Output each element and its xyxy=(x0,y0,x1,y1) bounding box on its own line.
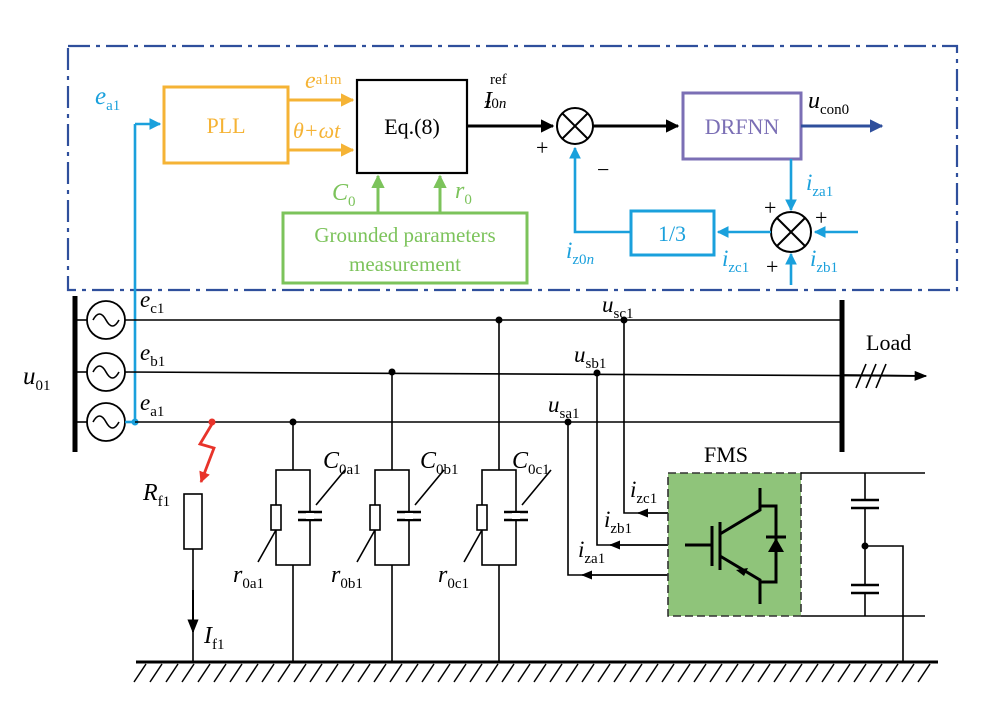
rf1-label: Rf1 xyxy=(142,480,170,510)
ac-source-b xyxy=(86,352,126,392)
control-ea1-label: ea1 xyxy=(95,83,120,114)
izc1-power-label: izc1 xyxy=(630,477,657,507)
u01-label: u01 xyxy=(23,363,51,394)
gain-block xyxy=(629,209,716,257)
r0-label: r0 xyxy=(455,178,472,208)
sum-plus-sign: + xyxy=(536,135,548,160)
r0c1-label: r0c1 xyxy=(438,562,469,592)
iz0n-label: iz0n xyxy=(566,238,594,268)
r0a1-label: r0a1 xyxy=(233,562,264,592)
sum2-plus-right: + xyxy=(815,205,827,230)
iz0n-feedback-line xyxy=(569,146,631,234)
drfnn-label: DRFNN xyxy=(705,114,780,139)
grounded-line1: Grounded parameters xyxy=(314,223,495,247)
r0b1-label: r0b1 xyxy=(331,562,363,592)
pll-block xyxy=(162,85,290,165)
gain-label: 1/3 xyxy=(658,221,686,246)
ctrl-izc1-label: izc1 xyxy=(722,246,749,276)
ctrl-izb1-label: izb1 xyxy=(810,246,838,276)
ac-source-c xyxy=(86,300,126,340)
fault-resistor xyxy=(183,493,203,550)
pll-label: PLL xyxy=(206,113,245,138)
c0c1-label: C0c1 xyxy=(512,448,550,478)
ea1-power-label: ea1 xyxy=(140,390,164,420)
fms-label: FMS xyxy=(704,442,748,467)
usc1-label: usc1 xyxy=(602,292,634,322)
if1-label: If1 xyxy=(203,623,225,653)
controller-boundary xyxy=(66,44,959,292)
load-label: Load xyxy=(866,330,911,355)
diode-icon xyxy=(766,535,786,552)
ucon0-label: ucon0 xyxy=(808,88,849,118)
dc-link-capacitors xyxy=(801,472,925,662)
c0-label: C0 xyxy=(332,180,356,210)
sum2-plus-bottom: + xyxy=(766,254,778,279)
c0a1-label: C0a1 xyxy=(323,448,361,478)
ac-source-a xyxy=(86,402,126,442)
iza1-power-label: iza1 xyxy=(578,537,605,567)
fault-lightning-icon xyxy=(197,423,216,484)
summing-junction-main xyxy=(556,107,594,145)
sum2-plus-top: + xyxy=(764,195,776,220)
ctrl-iza1-label: iza1 xyxy=(806,170,833,200)
phase-b-line xyxy=(124,371,926,377)
igbt-icon xyxy=(685,488,778,604)
ground-hatching xyxy=(133,663,931,683)
eb1-label: eb1 xyxy=(140,340,165,370)
usb1-label: usb1 xyxy=(574,342,606,372)
ground-branch-c xyxy=(463,316,552,662)
igbt-emitter-arrow xyxy=(736,568,748,576)
theta-label: θ+ωt xyxy=(293,118,341,143)
usa1-label: usa1 xyxy=(548,392,580,422)
izb1-power-label: izb1 xyxy=(604,507,632,537)
ground-branch-b xyxy=(356,368,445,662)
ec1-label: ec1 xyxy=(140,287,164,317)
load-arrow xyxy=(841,370,928,381)
ea1m-label: ea1m xyxy=(305,68,342,94)
c0b1-label: C0b1 xyxy=(420,448,459,478)
grounded-parameters-block xyxy=(281,211,529,285)
sum-minus-sign: − xyxy=(597,157,609,182)
grounded-line2: measurement xyxy=(349,252,461,276)
summing-junction-zero-seq xyxy=(770,211,812,253)
ground-branch-a xyxy=(257,418,346,662)
eq8-label: Eq.(8) xyxy=(384,114,440,139)
three-phase-slashes xyxy=(855,363,887,389)
